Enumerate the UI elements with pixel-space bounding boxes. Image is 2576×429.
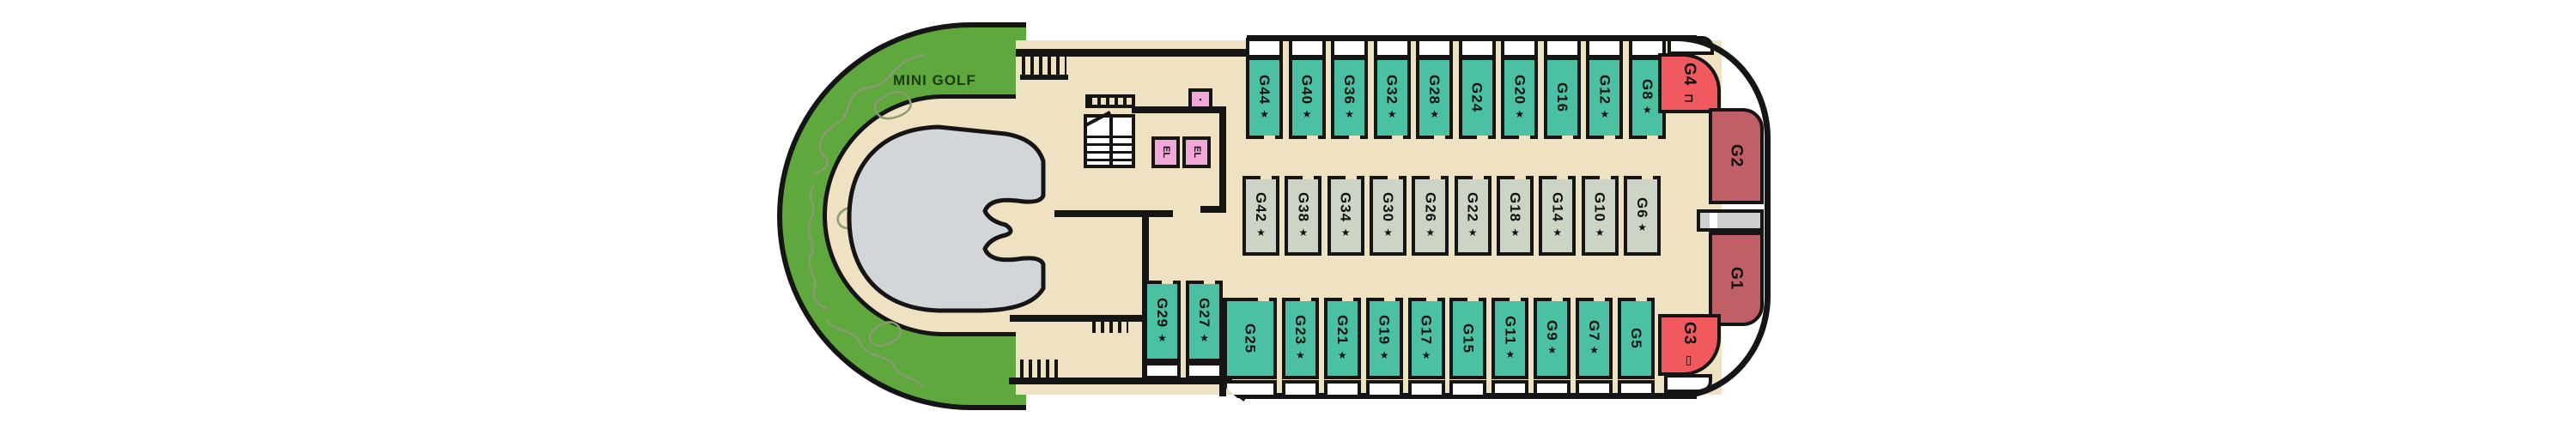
cabin-G27: G27★ <box>1186 280 1223 362</box>
cabin-G32: G32★ <box>1373 57 1411 140</box>
stairs-hatch-icon <box>1092 322 1128 333</box>
wall <box>1200 206 1226 213</box>
balcony-G27 <box>1186 362 1223 379</box>
cabin-G28: G28★ <box>1416 57 1454 140</box>
central-staircase-icon <box>1084 111 1135 168</box>
cabin-G14: G14★ <box>1539 175 1577 256</box>
cabin-label: G29★ <box>1154 298 1170 345</box>
cabin-row-bottom-pair: G29★ G27★ <box>1144 280 1223 362</box>
stern-corridor <box>1697 209 1764 232</box>
mini-golf-label: MINI GOLF <box>893 72 976 88</box>
cabin-label: G1 <box>1727 267 1746 291</box>
cabin-label: G44★ <box>1256 74 1273 122</box>
elevator: EL <box>1151 136 1180 168</box>
cabin-label: G42★ <box>1253 192 1269 239</box>
elevator: EL <box>1182 136 1211 168</box>
cabin-label: G26★ <box>1422 192 1439 239</box>
cabin-label: G25 <box>1242 323 1259 354</box>
cabin-G40: G40★ <box>1288 57 1326 140</box>
cabin-label: G21★ <box>1334 315 1351 362</box>
wall <box>1219 106 1226 213</box>
balcony-G40 <box>1288 38 1326 58</box>
open-deck-structure <box>847 124 1046 313</box>
cabin-G22: G22★ <box>1454 175 1492 256</box>
cabin-label: G6★ <box>1633 196 1650 235</box>
cabin-G36: G36★ <box>1331 57 1369 140</box>
cabin-G19: G19★ <box>1365 297 1403 379</box>
cabin-label: G28★ <box>1426 74 1443 122</box>
cabin-G12: G12★ <box>1586 57 1624 140</box>
hull-line <box>1016 49 1253 57</box>
balcony-G17 <box>1407 380 1445 398</box>
cabin-label: G23★ <box>1291 315 1309 362</box>
gangway-stairs-icon <box>1022 55 1066 76</box>
cabin-label: G36★ <box>1341 74 1358 122</box>
cabin-G5: G5 <box>1617 297 1655 379</box>
balcony-G28 <box>1416 38 1454 58</box>
cabin-label: G8★ <box>1638 79 1656 117</box>
cabin-G44: G44★ <box>1246 57 1283 140</box>
cabin-label: G19★ <box>1376 315 1393 362</box>
balcony-G23 <box>1281 380 1319 398</box>
cabin-label: G34★ <box>1337 192 1354 239</box>
balcony-G32 <box>1373 38 1411 58</box>
service-room: ▪ <box>1188 88 1212 110</box>
balcony-row-bottom-pair <box>1144 362 1223 379</box>
cabin-label: G18★ <box>1506 192 1523 239</box>
cabin-label: G7★ <box>1586 319 1602 358</box>
cabin-label: G10★ <box>1591 192 1608 239</box>
cabin-G21: G21★ <box>1323 297 1361 379</box>
cabin-G17: G17★ <box>1407 297 1445 379</box>
cabin-label: G22★ <box>1464 192 1481 239</box>
cabin-label: G32★ <box>1383 74 1400 122</box>
cabin-G10: G10★ <box>1581 175 1619 256</box>
cabin-G34: G34★ <box>1327 175 1364 256</box>
gangway-stairs-icon <box>1020 360 1063 379</box>
elevator-label: EL <box>1161 146 1171 159</box>
wall <box>1132 106 1226 113</box>
wall <box>1020 75 1068 80</box>
cabin-G29: G29★ <box>1144 280 1181 362</box>
cabin-G15: G15 <box>1449 297 1487 379</box>
cabin-label: G5 <box>1627 328 1644 349</box>
cabin-label: G14★ <box>1549 192 1566 239</box>
stairs-hatch-icon <box>1085 94 1135 108</box>
balcony-G15 <box>1449 380 1487 398</box>
cabin-label: G24 <box>1468 82 1485 113</box>
cabin-G30: G30★ <box>1369 175 1406 256</box>
cabin-G26: G26★ <box>1412 175 1449 256</box>
cabin-label: G30★ <box>1379 192 1396 239</box>
balcony-G25 <box>1224 380 1277 398</box>
cabin-label: G38★ <box>1295 192 1312 239</box>
cabin-label: G12★ <box>1596 74 1613 122</box>
cabin-label: G17★ <box>1418 315 1435 362</box>
wall <box>1219 298 1226 396</box>
hull-line <box>1485 35 1771 399</box>
elevator-label: EL <box>1192 146 1202 159</box>
balcony-G21 <box>1323 380 1361 398</box>
balcony-G29 <box>1144 362 1181 379</box>
balcony-G36 <box>1331 38 1369 58</box>
cabin-G25: G25 <box>1224 297 1277 379</box>
wall <box>1054 210 1173 217</box>
cabin-G42: G42★ <box>1242 175 1279 256</box>
cabin-G6: G6★ <box>1623 175 1661 256</box>
cabin-label: G40★ <box>1298 74 1315 122</box>
cabin-label: G15 <box>1460 323 1477 354</box>
cabin-label: G2 <box>1727 144 1746 168</box>
cabin-G18: G18★ <box>1496 175 1534 256</box>
balcony-G44 <box>1246 38 1283 58</box>
cabin-row-interior: G42★ G38★ G34★ G30★ G26★ G22★ G18★ G14★ G10★ G6★ <box>1242 175 1661 256</box>
cabin-G38: G38★ <box>1285 175 1322 256</box>
wall <box>1010 315 1145 322</box>
hull-line <box>1009 378 1232 384</box>
balcony-G19 <box>1365 380 1403 398</box>
cabin-G23: G23★ <box>1281 297 1319 379</box>
cabin-label: G27★ <box>1196 298 1212 345</box>
